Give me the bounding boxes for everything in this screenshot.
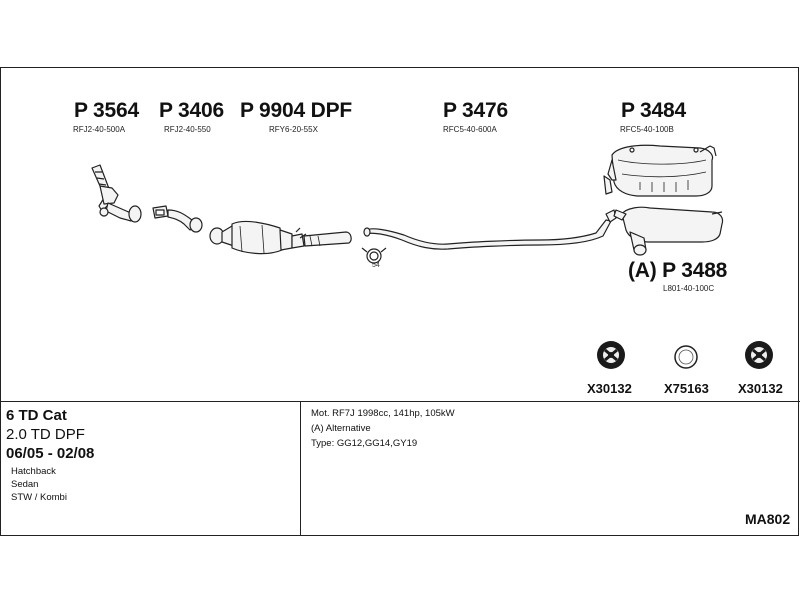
accessory-icon-x30132-left: [597, 341, 625, 369]
part-number-p3484: P 3484: [621, 99, 686, 122]
rear-silencer-drawing: [603, 144, 717, 197]
part-number-p3488: (A) P 3488: [628, 259, 728, 282]
part-number-p3564: P 3564: [74, 99, 139, 122]
alternative-note: (A) Alternative: [311, 423, 371, 434]
part-number-p9904: P 9904 DPF: [240, 99, 353, 122]
part-code-p3564: RFJ2-40-500A: [73, 125, 126, 134]
alternative-silencer-drawing: [613, 206, 724, 256]
motor-spec: Mot. RF7J 1998cc, 141hp, 105kW: [311, 408, 455, 419]
part-code-p9904: RFY6-20-55X: [269, 125, 318, 134]
diagram-frame: [0, 67, 799, 536]
type-codes: Type: GG12,GG14,GY19: [311, 438, 418, 449]
column-divider: [300, 401, 301, 536]
intermediate-pipe-drawing: [152, 205, 203, 233]
vehicle-engine: 2.0 TD DPF: [6, 426, 85, 443]
body-type-stw-kombi: STW / Kombi: [11, 492, 67, 503]
part-number-p3406: P 3406: [159, 99, 224, 122]
reference-code: MA802: [745, 511, 791, 527]
vehicle-years: 06/05 - 02/08: [6, 445, 95, 462]
clamp-drawing: [361, 247, 387, 264]
part-code-p3406: RFJ2-40-550: [164, 125, 211, 134]
part-number-p3476: P 3476: [443, 99, 508, 122]
info-divider: [0, 401, 800, 402]
part-code-p3488: L801-40-100C: [663, 284, 715, 293]
body-type-hatchback: Hatchback: [11, 466, 56, 477]
center-pipe-drawing: [363, 209, 617, 250]
front-pipe-drawing: [91, 164, 142, 223]
clamp-label: 54: [372, 262, 380, 269]
accessory-label-x30132-left: X30132: [587, 381, 632, 396]
body-type-sedan: Sedan: [11, 479, 39, 490]
accessory-icon-x30132-right: [745, 341, 773, 369]
part-code-p3476: RFC5-40-600A: [443, 125, 497, 134]
accessory-label-x30132-right: X30132: [738, 381, 783, 396]
accessory-icon-x75163: [674, 345, 698, 369]
vehicle-title: 6 TD Cat: [6, 407, 67, 424]
dpf-drawing: [209, 220, 352, 255]
part-code-p3484: RFC5-40-100B: [620, 125, 674, 134]
accessory-label-x75163: X75163: [664, 381, 709, 396]
